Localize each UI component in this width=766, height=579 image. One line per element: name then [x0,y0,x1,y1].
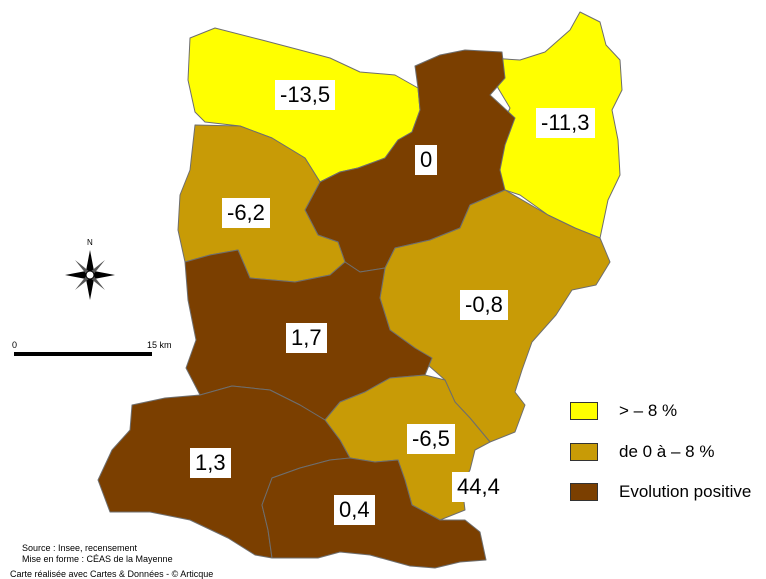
footer-source: Source : Insee, recensement [22,543,138,553]
footer-credit: Carte réalisée avec Cartes & Données - ©… [10,569,214,579]
legend-swatch [570,483,598,501]
legend-label: > – 8 % [619,401,678,420]
value-label-center: 1,7 [286,323,327,353]
footer-layout: Mise en forme : CÉAS de la Mayenne [22,554,173,564]
legend-label: de 0 à – 8 % [619,442,715,461]
value-label-south-east-corner: 44,4 [452,472,505,502]
value-label-north-center: 0 [415,145,438,175]
value-label-south-east: -6,5 [407,424,455,454]
legend-item-ochre: de 0 à – 8 % [570,442,714,462]
legend-item-brown: Evolution positive [570,482,751,502]
value-label-east: -0,8 [460,290,508,320]
legend-swatch [570,402,598,420]
scale-end-label: 15 km [147,340,172,350]
scale-start-label: 0 [12,340,18,350]
value-label-nw: -13,5 [275,80,336,110]
scale-bar [14,352,152,356]
legend-item-yellow: > – 8 % [570,401,677,421]
value-label-south: 0,4 [334,495,375,525]
legend-label: Evolution positive [619,482,752,501]
value-label-ne: -11,3 [536,108,595,138]
value-label-south-west: 1,3 [190,448,231,478]
legend-swatch [570,443,598,461]
compass-rose-icon [65,250,115,300]
north-label: N [87,238,93,247]
value-label-west: -6,2 [222,198,270,228]
